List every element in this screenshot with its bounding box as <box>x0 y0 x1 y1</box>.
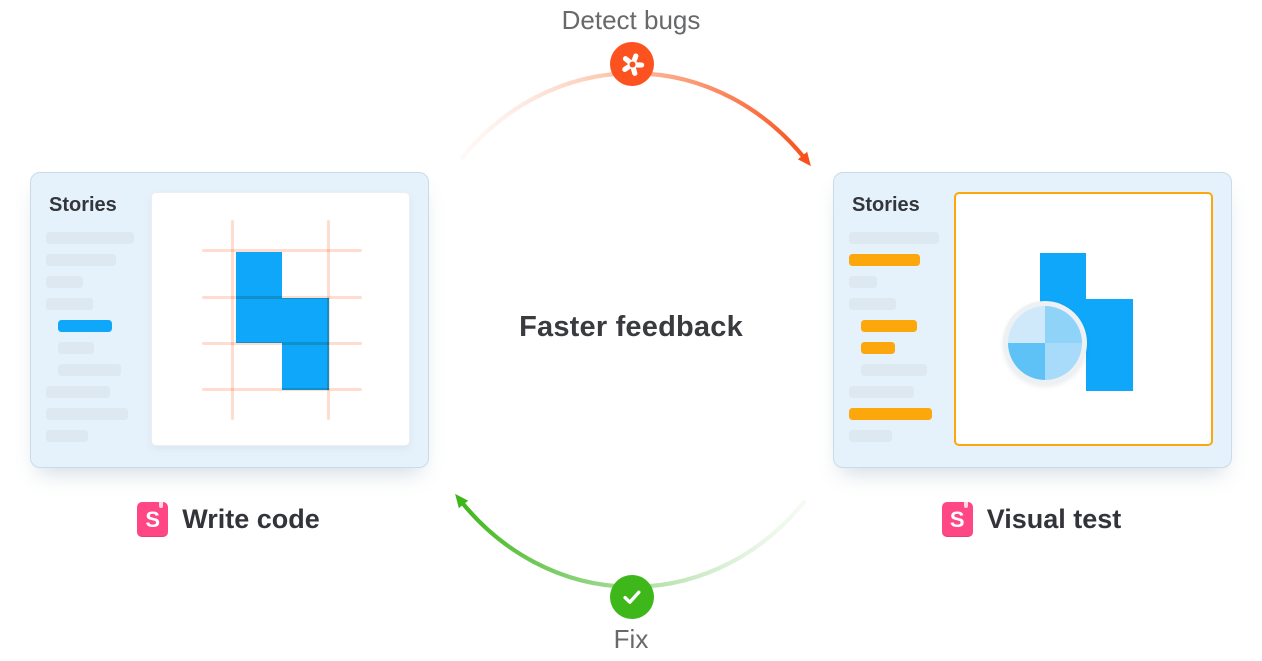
stories-heading: Stories <box>49 194 117 216</box>
story-item-bar <box>46 276 83 288</box>
story-item-bar <box>861 364 927 376</box>
story-list <box>849 232 939 442</box>
layout-grid-line <box>202 296 362 299</box>
storybook-logo-letter: S <box>949 506 965 532</box>
cycle-step-fix: Fix <box>613 624 649 654</box>
story-item-bar <box>46 408 128 420</box>
center-label: Faster feedback <box>519 311 743 343</box>
layout-grid-line <box>202 249 362 252</box>
fix-arrow-arc <box>455 493 807 589</box>
storybook-logo-icon: S <box>137 501 169 537</box>
pie-quadrant <box>1008 306 1045 343</box>
story-item-bar <box>58 364 121 376</box>
story-list <box>46 232 134 442</box>
write-code-label: Write code <box>182 504 320 534</box>
pie-quadrant <box>1045 306 1082 343</box>
chromatic-icon <box>610 42 654 86</box>
pie-quadrant <box>1008 343 1045 380</box>
pie-quadrant <box>1045 343 1082 380</box>
story-item-bar <box>46 254 116 266</box>
story-item-bar <box>58 342 94 354</box>
story-item-bar <box>849 232 939 244</box>
check-icon <box>610 575 654 619</box>
component-block <box>1086 344 1133 391</box>
visual-test-label: Visual test <box>986 504 1122 534</box>
pie-chart-quadrants <box>1008 306 1082 380</box>
story-item-bar <box>46 232 134 244</box>
pie-chart-icon <box>1003 301 1087 385</box>
layout-grid-line <box>202 388 362 391</box>
cycle-step-detect-bugs: Detect bugs <box>561 5 701 35</box>
story-item-bar <box>861 342 895 354</box>
story-item-bar <box>46 430 88 442</box>
storybook-logo-bookmark <box>963 501 968 508</box>
story-item-bar <box>46 298 93 310</box>
story-item-bar <box>849 254 920 266</box>
component-block <box>236 252 282 298</box>
storybook-logo-bookmark <box>159 501 164 508</box>
storybook-logo-letter: S <box>145 506 161 532</box>
story-item-bar <box>46 386 110 398</box>
story-canvas <box>151 192 410 446</box>
component-block <box>236 298 329 343</box>
checkmark-glyph <box>623 590 641 604</box>
visual-test-label-group: S Visual test <box>833 501 1230 537</box>
detect-arrow-arc <box>459 71 811 167</box>
story-snapshot <box>954 192 1213 446</box>
story-item-bar <box>849 408 932 420</box>
write-code-label-group: S Write code <box>30 501 427 537</box>
visual-test-card: Stories <box>833 172 1232 468</box>
layout-grid-line <box>202 342 362 345</box>
stories-heading: Stories <box>852 194 920 216</box>
write-code-card: Stories <box>30 172 429 468</box>
story-item-bar <box>849 430 892 442</box>
story-item-bar <box>58 320 112 332</box>
story-item-bar <box>849 298 896 310</box>
story-item-bar <box>849 386 914 398</box>
story-item-bar <box>849 276 877 288</box>
storybook-logo-icon: S <box>941 501 973 537</box>
layout-grid-line <box>327 220 330 420</box>
story-item-bar <box>861 320 917 332</box>
layout-grid-line <box>231 220 234 420</box>
component-block <box>1040 253 1086 299</box>
component-block <box>282 343 329 390</box>
aperture-glyph <box>621 52 644 76</box>
